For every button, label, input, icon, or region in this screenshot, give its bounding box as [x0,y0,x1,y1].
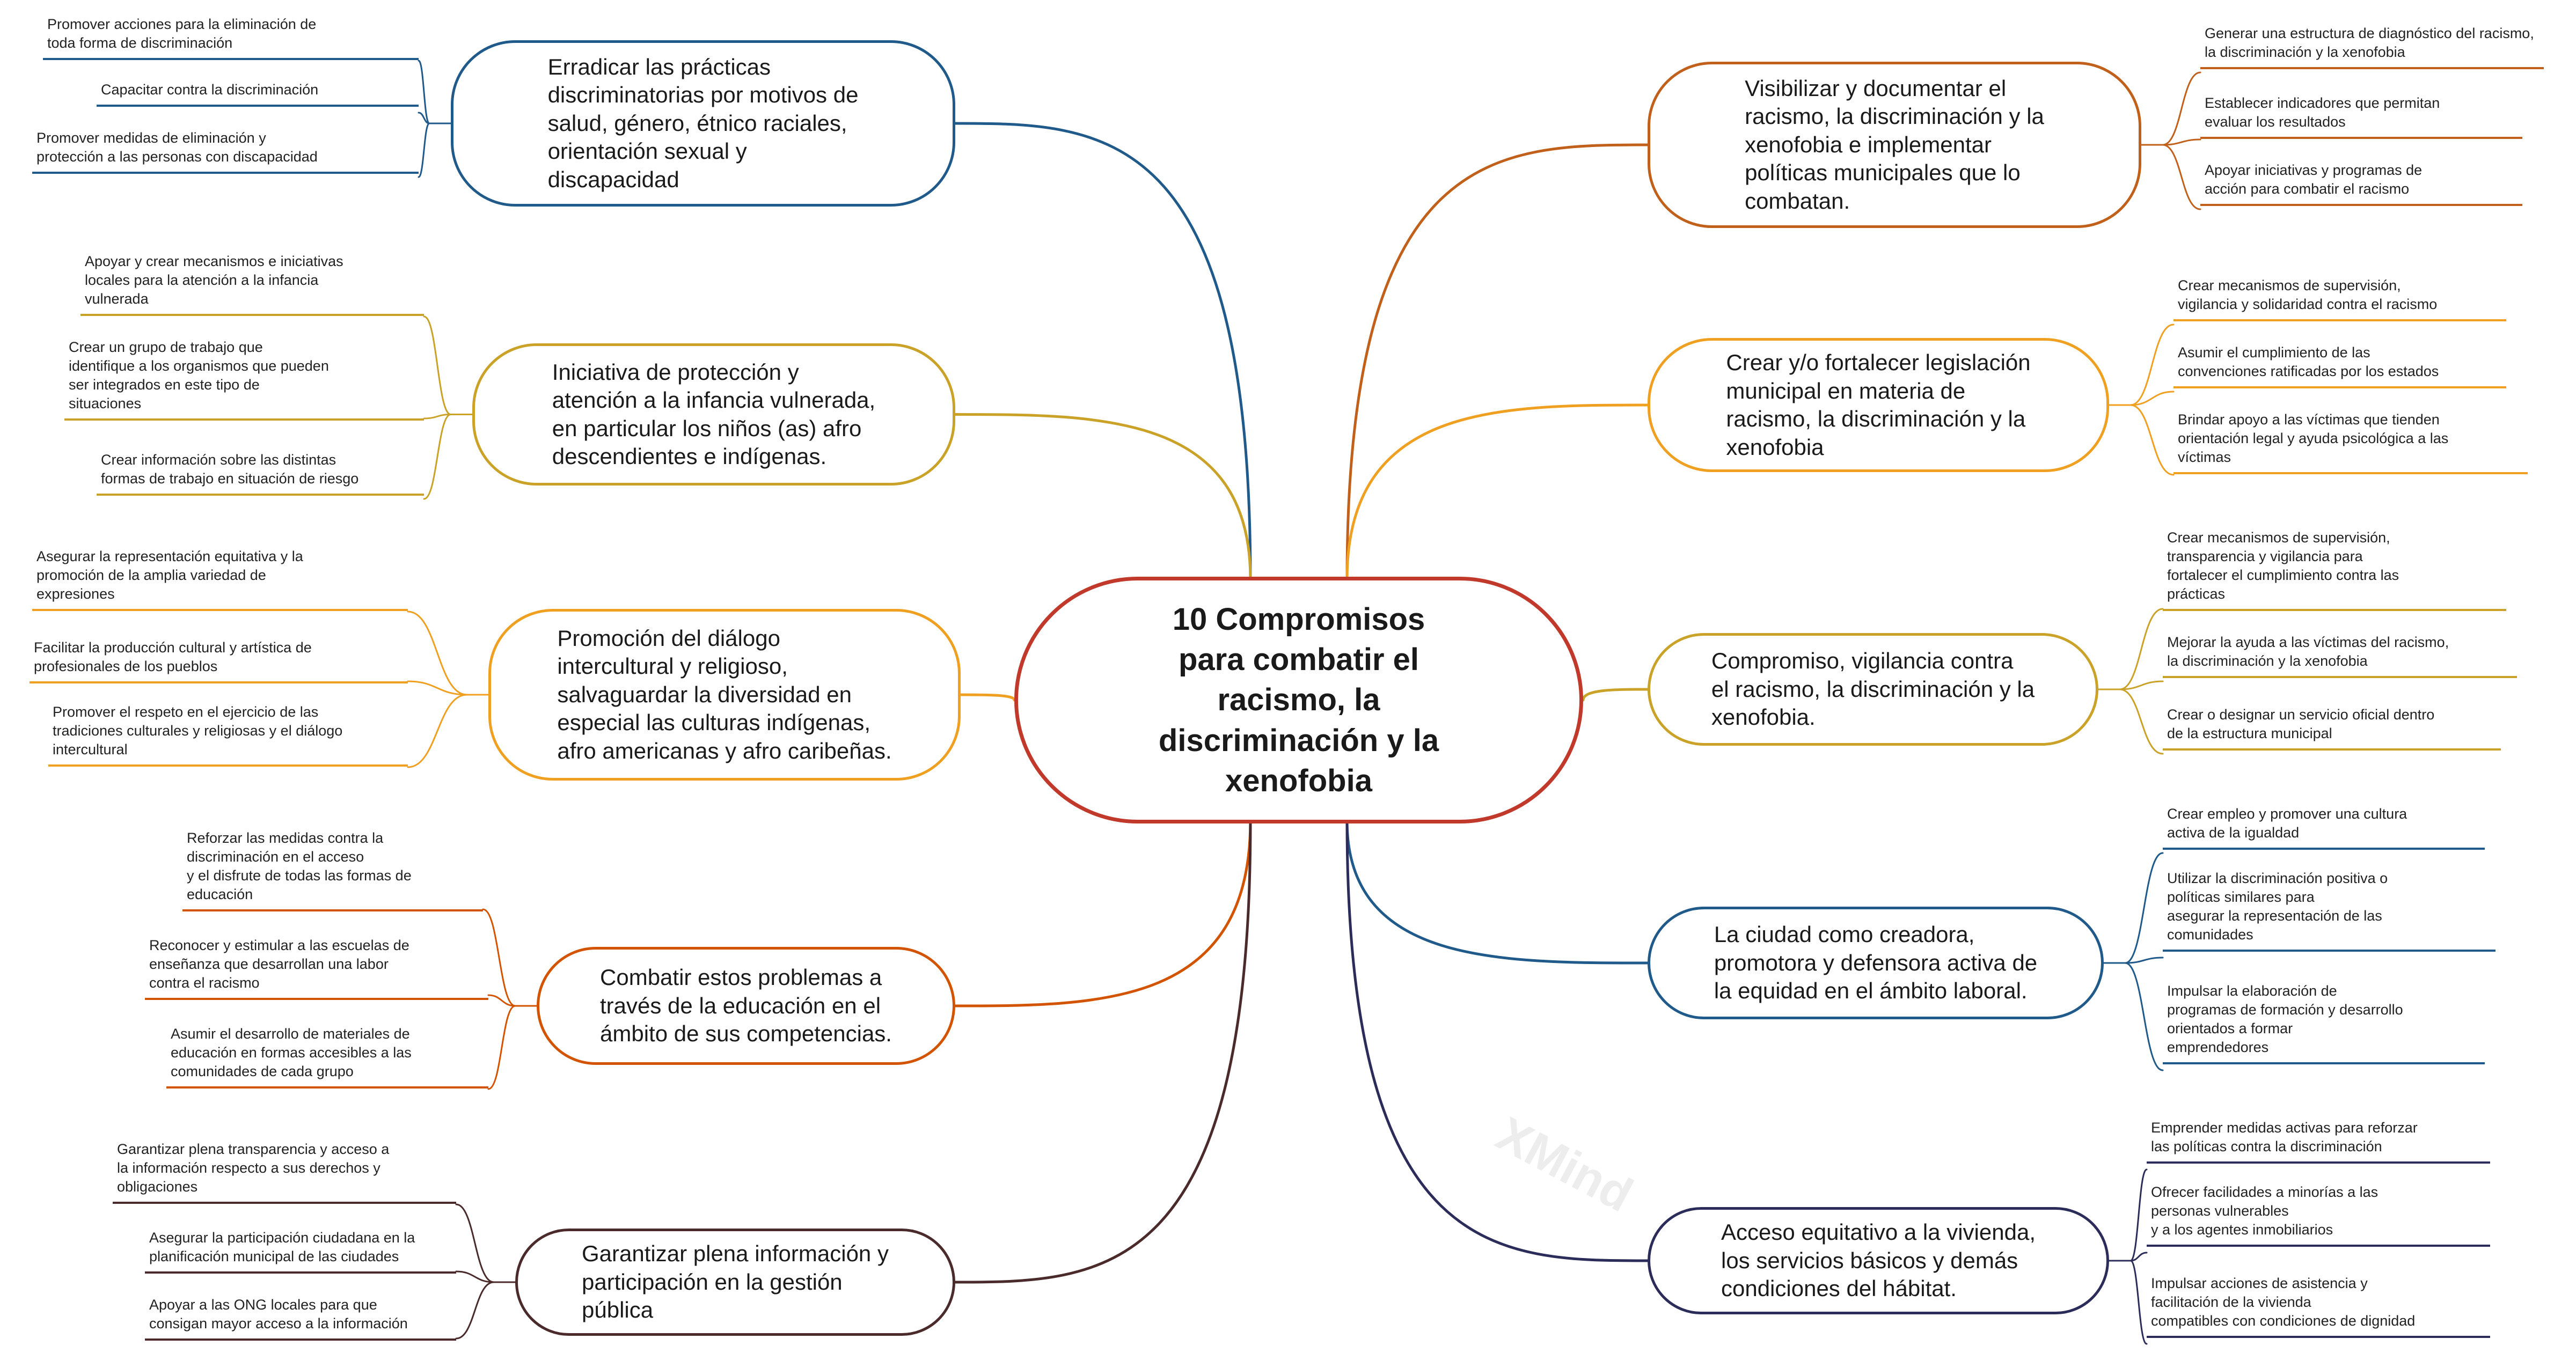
branch-connector [954,413,1252,581]
topic-educacion[interactable]: Combatir estos problemas a través de la … [537,947,955,1065]
subtopic-connector [2103,962,2164,1071]
subtopic-connector [2097,688,2164,755]
central-topic-text: 10 Compromisos para combatir el racismo,… [1158,601,1439,799]
branch-connector [954,122,1252,581]
topic-text: Combatir estos problemas a través de la … [600,965,892,1047]
subtopic[interactable]: Crear empleo y promover una cultura acti… [2163,805,2485,850]
subtopic[interactable]: Asumir el desarrollo de materiales de ed… [166,1025,488,1089]
topic-legislacion-municipal[interactable]: Crear y/o fortalecer legislación municip… [1648,338,2109,472]
topic-text: Acceso equitativo a la vivienda, los ser… [1721,1219,2036,1301]
subtopic[interactable]: Promover medidas de eliminación y protec… [32,129,419,174]
subtopic-connector [418,122,452,178]
topic-text: Garantizar plena información y participa… [582,1241,889,1323]
subtopic-connector [2108,323,2175,406]
subtopic[interactable]: Crear un grupo de trabajo que identifiqu… [64,338,424,421]
subtopic[interactable]: Facilitar la producción cultural y artís… [30,638,408,684]
subtopic-connector [455,1203,516,1283]
subtopic[interactable]: Asegurar la participación ciudadana en l… [145,1229,456,1274]
subtopic-connector [2140,144,2201,210]
subtopic[interactable]: Promover el respeto en el ejercicio de l… [48,703,408,767]
subtopic-connector [2103,852,2164,964]
subtopic-connector [407,680,489,696]
branch-connector [1345,819,1649,965]
topic-text: Promoción del diálogo intercultural y re… [557,625,892,763]
branch-connector [954,819,1252,1007]
subtopic-connector [482,908,538,1007]
branch-connector [954,819,1252,1284]
topic-compromiso-vigilancia[interactable]: Compromiso, vigilancia contra el racismo… [1648,633,2098,746]
subtopic-connector [418,112,452,124]
subtopic[interactable]: Mejorar la ayuda a las víctimas del raci… [2163,633,2517,679]
subtopic-connector [2108,391,2175,406]
topic-vivienda-habitat[interactable]: Acceso equitativo a la vivienda, los ser… [1648,1207,2109,1314]
subtopic[interactable]: Impulsar la elaboración de programas de … [2163,982,2485,1065]
subtopic[interactable]: Brindar apoyo a las víctimas que tienden… [2174,410,2528,475]
subtopic-connector [2108,404,2175,476]
topic-text: Compromiso, vigilancia contra el racismo… [1711,648,2035,730]
subtopic[interactable]: Apoyar iniciativas y programas de acción… [2200,161,2522,207]
subtopic[interactable]: Crear mecanismos de supervisión, vigilan… [2174,276,2506,322]
subtopic[interactable]: Capacitar contra la discriminación [97,80,419,107]
subtopic[interactable]: Establecer indicadores que permitan eval… [2200,94,2522,139]
central-topic[interactable]: 10 Compromisos para combatir el racismo,… [1014,577,1583,823]
subtopic-connector [418,60,452,124]
topic-text: Visibilizar y documentar el racismo, la … [1745,75,2044,214]
subtopic[interactable]: Generar una estructura de diagnóstico de… [2200,24,2544,70]
subtopic-connector [2097,680,2164,690]
subtopic[interactable]: Apoyar a las ONG locales para que consig… [145,1296,456,1341]
subtopic-connector [407,611,489,696]
subtopic-connector [2097,608,2164,690]
subtopic[interactable]: Garantizar plena transparencia y acceso … [113,1140,456,1204]
topic-text: La ciudad como creadora, promotora y def… [1714,922,2038,1004]
subtopic-connector [423,414,473,500]
subtopic-connector [407,694,489,768]
subtopic[interactable]: Promover acciones para la eliminación de… [43,15,419,61]
topic-visibilizar-racismo[interactable]: Visibilizar y documentar el racismo, la … [1648,62,2141,228]
topic-erradicar-practicas[interactable]: Erradicar las prácticas discriminatorias… [451,40,955,207]
branch-connector [1582,688,1649,702]
subtopic[interactable]: Asumir el cumplimiento de las convencion… [2174,343,2506,389]
subtopic[interactable]: Emprender medidas activas para reforzar … [2147,1119,2490,1164]
subtopic[interactable]: Apoyar y crear mecanismos e iniciativas … [80,252,424,317]
branch-connector [959,693,1016,702]
subtopic[interactable]: Asegurar la representación equitativa y … [32,547,408,612]
subtopic-connector [2108,1260,2148,1345]
topic-text: Iniciativa de protección y atención a la… [552,359,876,469]
subtopic-connector [2140,71,2201,146]
topic-dialogo-intercultural[interactable]: Promoción del diálogo intercultural y re… [488,609,961,781]
subtopic[interactable]: Crear o designar un servicio oficial den… [2163,705,2501,751]
subtopic-connector [455,1281,516,1340]
subtopic[interactable]: Crear mecanismos de supervisión, transpa… [2163,528,2506,612]
subtopic[interactable]: Impulsar acciones de asistencia y facili… [2147,1274,2490,1338]
branch-connector [1345,403,1649,581]
subtopic[interactable]: Reconocer y estimular a las escuelas de … [145,936,488,1001]
branch-connector [1345,143,1649,581]
topic-equidad-laboral[interactable]: La ciudad como creadora, promotora y def… [1648,907,2104,1019]
topic-infancia-vulnerada[interactable]: Iniciativa de protección y atención a la… [472,343,955,486]
subtopic[interactable]: Crear información sobre las distintas fo… [97,451,424,496]
subtopic-connector [2108,1168,2148,1262]
topic-text: Erradicar las prácticas discriminatorias… [547,54,859,192]
subtopic[interactable]: Reforzar las medidas contra la discrimin… [182,829,483,912]
subtopic-connector [423,315,473,415]
subtopic[interactable]: Utilizar la discriminación positiva o po… [2163,869,2496,952]
subtopic-connector [2108,1252,2148,1262]
subtopic[interactable]: Ofrecer facilidades a minorías a las per… [2147,1183,2490,1247]
topic-informacion-participacion[interactable]: Garantizar plena información y participa… [515,1229,955,1336]
branch-connector [1345,819,1649,1262]
subtopic-connector [487,1005,538,1090]
topic-text: Crear y/o fortalecer legislación municip… [1726,350,2031,460]
